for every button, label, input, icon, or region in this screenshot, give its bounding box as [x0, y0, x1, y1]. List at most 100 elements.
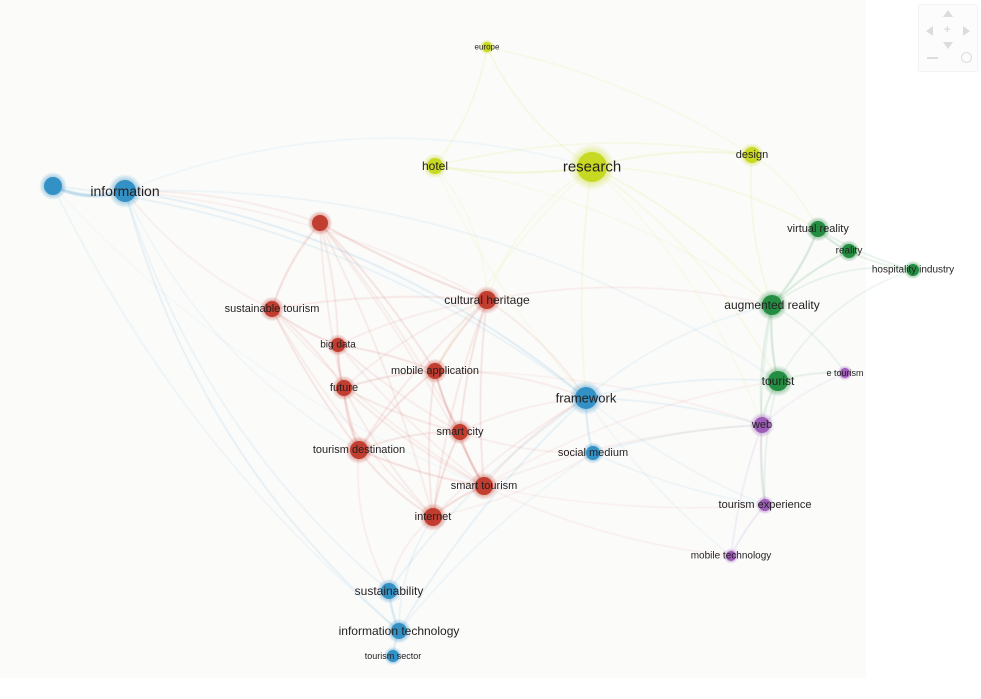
node-reality[interactable] — [842, 244, 856, 258]
edge — [271, 308, 434, 518]
edge — [319, 222, 434, 518]
node-e-tourism[interactable] — [840, 368, 850, 378]
edge — [337, 344, 485, 487]
node-social-medium[interactable] — [586, 446, 600, 460]
edge — [585, 304, 773, 399]
node-n3[interactable] — [312, 215, 328, 231]
edge — [486, 46, 593, 168]
edge — [357, 449, 390, 592]
edge — [358, 449, 434, 518]
edge — [343, 387, 461, 433]
node-n2[interactable] — [44, 177, 62, 195]
node-sustainable-tourism[interactable] — [264, 301, 280, 317]
node-tourism-sector[interactable] — [387, 650, 399, 662]
node-mobile-technology[interactable] — [726, 551, 736, 561]
node-tourist[interactable] — [768, 371, 788, 391]
edge — [486, 166, 593, 301]
reset-view-icon[interactable] — [961, 52, 972, 63]
edge — [483, 424, 763, 487]
plot-background — [0, 0, 866, 678]
edge — [434, 165, 488, 301]
edge — [591, 166, 763, 426]
edge — [428, 370, 436, 518]
pan-down-icon[interactable] — [943, 42, 953, 49]
edge — [337, 344, 461, 433]
edge — [124, 190, 400, 632]
node-web[interactable] — [754, 417, 770, 433]
node-research[interactable] — [577, 152, 607, 182]
pan-right-icon[interactable] — [963, 26, 970, 36]
pan-up-icon[interactable] — [943, 10, 953, 17]
zoom-out-icon[interactable] — [927, 57, 938, 59]
node-augmented-reality[interactable] — [762, 295, 782, 315]
edge — [343, 387, 434, 518]
edge — [591, 151, 753, 168]
node-hotel[interactable] — [427, 158, 443, 174]
edge — [434, 370, 587, 399]
node-sustainability[interactable] — [381, 583, 397, 599]
edge — [398, 516, 434, 632]
node-information-technology[interactable] — [391, 623, 407, 639]
edge — [486, 46, 753, 156]
edge — [777, 269, 914, 382]
edge — [358, 449, 485, 487]
edge — [592, 452, 766, 506]
edge — [591, 166, 779, 382]
edge — [459, 397, 587, 433]
node-design[interactable] — [744, 147, 760, 163]
edge — [486, 287, 773, 306]
edge — [343, 299, 488, 389]
edge — [319, 222, 436, 372]
node-smart-tourism[interactable] — [475, 477, 493, 495]
edge — [319, 222, 339, 346]
edge — [271, 308, 360, 451]
edge — [319, 222, 461, 433]
edge — [483, 397, 587, 487]
edge — [585, 397, 763, 426]
edge — [591, 166, 773, 306]
edge — [771, 267, 914, 306]
edge — [271, 308, 485, 487]
node-smart-city[interactable] — [452, 424, 468, 440]
node-tourism-destination[interactable] — [350, 441, 368, 459]
node-framework[interactable] — [575, 387, 597, 409]
edge — [483, 380, 779, 487]
edge — [319, 222, 488, 301]
edge — [398, 452, 594, 632]
node-mobile-application[interactable] — [427, 363, 443, 379]
node-tourism-experience[interactable] — [759, 499, 771, 511]
node-big-data[interactable] — [331, 338, 345, 352]
edge — [124, 190, 321, 224]
edge — [432, 452, 594, 518]
node-internet[interactable] — [424, 508, 442, 526]
node-hospitality-industry[interactable] — [907, 264, 919, 276]
edge — [751, 154, 819, 230]
navigation-control-panel[interactable]: + — [918, 4, 978, 72]
edge — [124, 190, 273, 310]
pan-left-icon[interactable] — [926, 26, 933, 36]
edges-layer — [51, 46, 914, 657]
node-cultural-heritage[interactable] — [478, 291, 496, 309]
edge — [483, 485, 732, 557]
edge — [591, 166, 819, 230]
edge — [124, 190, 360, 451]
edge — [124, 190, 488, 301]
node-europe[interactable] — [482, 42, 492, 52]
edge — [479, 299, 488, 487]
edge — [398, 397, 587, 632]
node-future[interactable] — [336, 380, 352, 396]
zoom-in-icon[interactable]: + — [944, 24, 951, 36]
edge — [817, 228, 914, 271]
edge — [337, 299, 488, 346]
edge — [124, 190, 779, 382]
nodes-layer — [39, 39, 923, 666]
edge — [434, 165, 593, 174]
edge — [592, 424, 763, 454]
edge — [124, 190, 390, 592]
edge — [585, 397, 732, 557]
edge — [124, 190, 587, 399]
node-virtual-reality[interactable] — [810, 221, 826, 237]
node-information[interactable] — [114, 180, 136, 202]
